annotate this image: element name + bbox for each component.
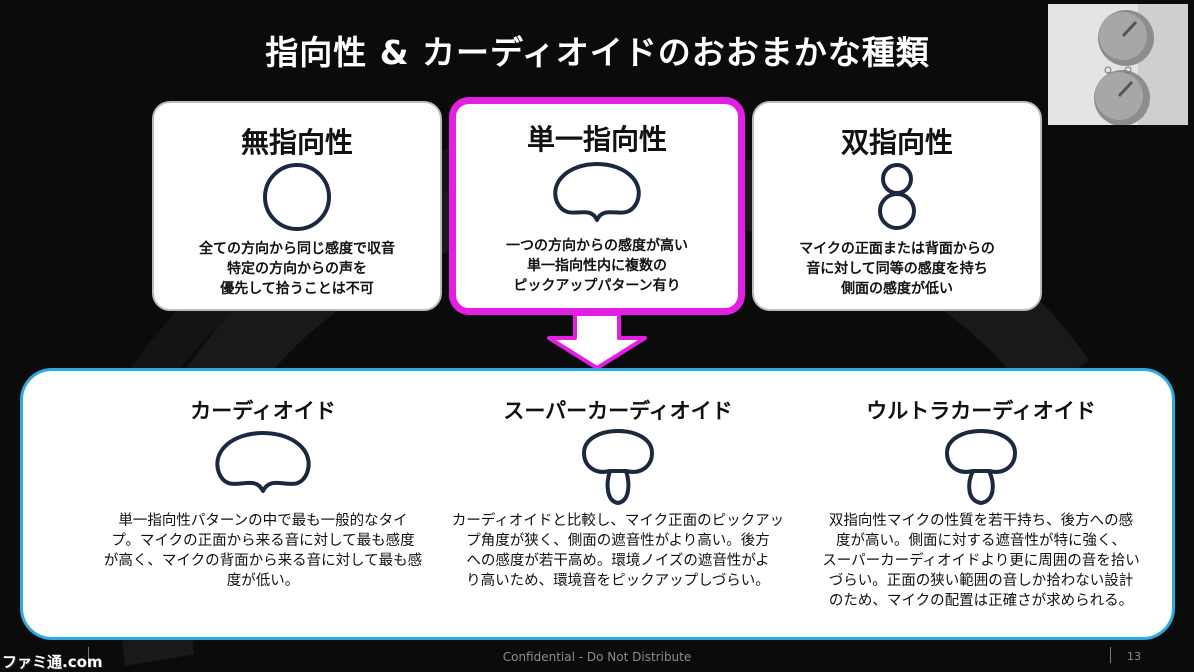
item-title: スーパーカーディオイド [503,399,733,423]
card-description: 一つの方向からの感度が高い 単一指向性内に複数の ピックアップパターン有り [506,238,688,294]
footer-divider [1110,647,1111,663]
microphone-knob-photo [1048,4,1188,125]
card-title: 双指向性 [840,126,953,159]
item-description: カーディオイドと比較し、マイク正面のピックアッ プ角度が狭く、側面の遮音性がより… [451,513,785,589]
cardioid-types-panel: カーディオイド 単一指向性パターンの中で最も一般的なタイ プ。マイクの正面から来… [20,368,1175,640]
footer-divider [88,647,89,663]
omnidirectional-card: 無指向性 全ての方向から同じ感度で収音 特定の方向からの声を 優先して拾うことは… [152,101,442,311]
item-title: ウルトラカーディオイド [866,399,1096,423]
cardioid-pattern-icon [215,431,311,493]
item-title: カーディオイド [190,399,336,423]
bidirectional-pattern-icon [878,163,916,230]
supercardioid-pattern-icon [582,429,654,505]
card-description: 全ての方向から同じ感度で収音 特定の方向からの声を 優先して拾うことは不可 [199,241,395,297]
card-description: マイクの正面または背面からの 音に対して同等の感度を持ち 側面の感度が低い [799,241,995,297]
watermark-logo: ファミ通.com [2,653,103,671]
down-arrow-icon [547,312,647,370]
card-title: 無指向性 [240,126,353,159]
ultracardioid-pattern-icon [945,429,1017,505]
page-title: 指向性 & カーディオイドのおおまかな種類 [265,33,930,72]
item-description: 双指向性マイクの性質を若干持ち、後方への感 度が高い。側面に対する遮音性が特に強… [822,513,1140,609]
page-number: 13 [1127,650,1141,663]
unidirectional-card: 単一指向性 一つの方向からの感度が高い 単一指向性内に複数の ピックアップパター… [449,97,745,315]
bidirectional-card: 双指向性 マイクの正面または背面からの 音に対して同等の感度を持ち 側面の感度が… [752,101,1042,311]
omnidirectional-pattern-icon [263,163,331,231]
item-description: 単一指向性パターンの中で最も一般的なタイ プ。マイクの正面から来る音に対して最も… [103,513,423,589]
unidirectional-pattern-icon [553,162,641,222]
card-title: 単一指向性 [526,123,667,156]
confidential-notice: Confidential - Do Not Distribute [502,650,692,664]
